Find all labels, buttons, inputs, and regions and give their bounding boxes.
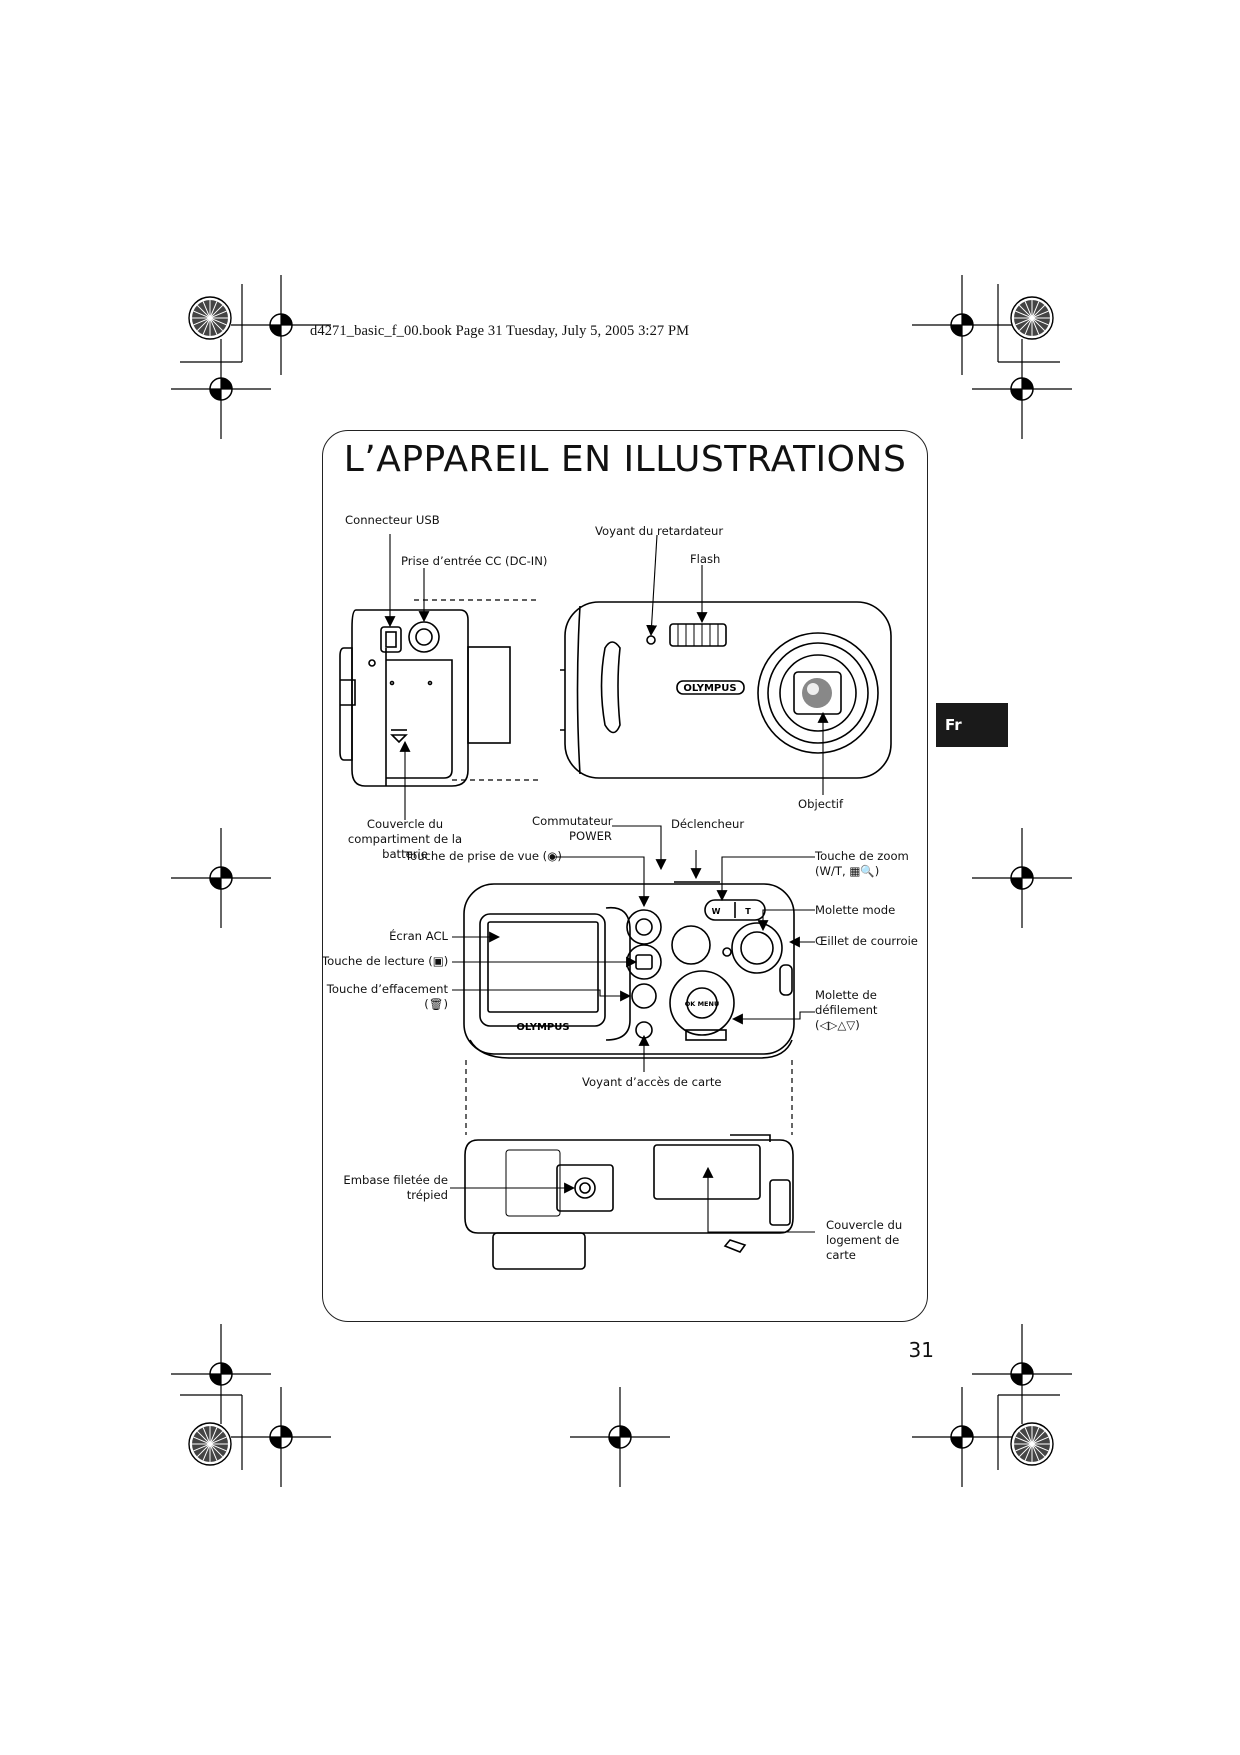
front-brand-text: OLYMPUS (683, 683, 736, 694)
illustration-frame: L’APPAREIL EN ILLUSTRATIONS (322, 430, 928, 1322)
zoom-w-text: W (712, 907, 721, 916)
file-info-header: d4271_basic_f_00.book Page 31 Tuesday, J… (310, 323, 690, 339)
label-mode-dial: Molette mode (815, 903, 896, 917)
label-arrow-pad: Molette de défilement (◁▷△▽) (815, 988, 878, 1032)
label-card-cover: Couvercle du logement de carte (826, 1218, 903, 1262)
ok-menu-text: OK MENU (685, 1000, 719, 1008)
label-flash: Flash (690, 552, 721, 566)
label-tripod-socket: Embase filetée de trépied (343, 1173, 448, 1202)
label-shooting-button: Touche de prise de vue (◉) (405, 849, 562, 863)
label-playback-button: Touche de lecture (▣) (322, 954, 449, 968)
side-view-camera (339, 609, 511, 787)
label-self-timer-lamp: Voyant du retardateur (595, 524, 724, 538)
label-erase-button: Touche d’effacement (🗑) (326, 982, 448, 1011)
back-view-camera (463, 881, 795, 1059)
label-lcd-monitor: Écran ACL (389, 929, 448, 943)
back-brand-text: OLYMPUS (516, 1022, 569, 1033)
page-number: 31 (908, 1338, 934, 1362)
label-zoom-button: Touche de zoom (W/T, ▦🔍) (815, 849, 909, 878)
label-battery-cover: Couvercle du compartiment de la batterie (347, 817, 463, 861)
label-strap-eyelet: Œillet de courroie (815, 934, 918, 948)
page-title: L’APPAREIL EN ILLUSTRATIONS (343, 439, 907, 480)
front-view-camera (560, 601, 892, 779)
zoom-t-text: T (745, 907, 751, 916)
label-usb-connector: Connecteur USB (345, 513, 440, 527)
label-power-switch: Commutateur POWER (532, 814, 613, 843)
language-tab: Fr (936, 703, 1008, 747)
label-dc-in: Prise d’entrée CC (DC-IN) (401, 554, 548, 568)
label-card-access-lamp: Voyant d’accès de carte (582, 1075, 722, 1089)
label-shutter: Déclencheur (671, 817, 745, 831)
label-lens: Objectif (798, 797, 844, 811)
bottom-view-camera (464, 1134, 794, 1270)
